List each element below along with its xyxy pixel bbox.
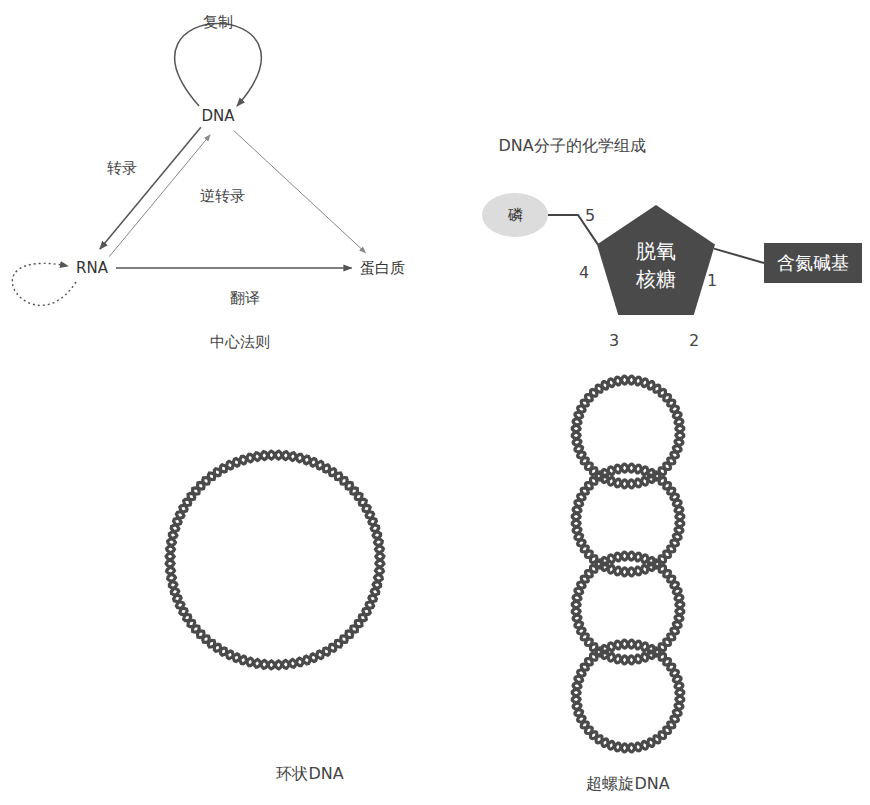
carbon-number: 2 xyxy=(689,331,699,350)
connector xyxy=(109,135,210,257)
node-text: DNA xyxy=(201,107,234,125)
connector xyxy=(234,131,366,253)
node-text: 磷 xyxy=(508,206,523,225)
node-text: RNA xyxy=(76,259,108,277)
section-title: DNA分子的化学组成 xyxy=(498,136,645,157)
dna-node: DNA xyxy=(197,104,239,128)
protein-node: 蛋白质 xyxy=(356,256,409,281)
base-box: 含氮碱基 xyxy=(764,243,862,283)
node-text: 脱氧 核糖 xyxy=(632,237,680,293)
node-text: 蛋白质 xyxy=(360,259,405,278)
dna-strand xyxy=(166,451,384,669)
carbon-number: 5 xyxy=(585,206,595,225)
phosphate-circle: 磷 xyxy=(482,193,548,237)
figure-label: 环状DNA xyxy=(276,764,343,785)
connector xyxy=(12,263,76,305)
carbon-number: 3 xyxy=(609,331,619,350)
node-text: 含氮碱基 xyxy=(777,251,849,275)
dna-strand xyxy=(572,640,684,752)
connector xyxy=(100,127,201,249)
edge-label: 翻译 xyxy=(230,289,260,308)
sugar-pentagon: 脱氧 核糖 xyxy=(597,205,715,315)
edge-label: 转录 xyxy=(107,159,137,178)
dna-strand xyxy=(166,451,384,669)
edge-label: 复制 xyxy=(203,13,233,32)
carbon-number: 1 xyxy=(707,271,717,290)
edge-label: 逆转录 xyxy=(200,187,245,206)
connector xyxy=(175,24,261,107)
dna-strand xyxy=(572,640,684,752)
carbon-number: 4 xyxy=(579,263,589,282)
rna-node: RNA xyxy=(72,256,112,280)
figure-label: 超螺旋DNA xyxy=(586,774,669,795)
caption-label: 中心法则 xyxy=(210,333,270,352)
connector xyxy=(116,267,352,269)
connector xyxy=(714,249,764,263)
